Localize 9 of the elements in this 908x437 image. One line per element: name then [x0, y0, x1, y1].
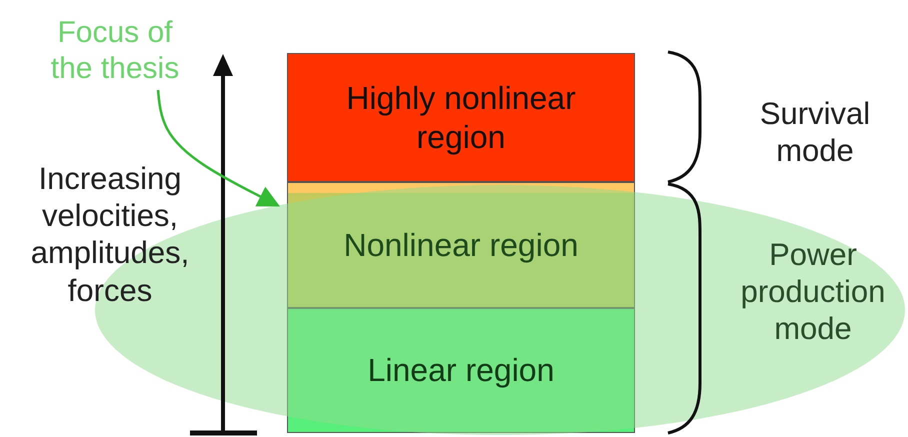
- region-label: Highly nonlinear region: [345, 79, 577, 156]
- note-text: Focus of the thesis: [50, 15, 180, 87]
- axis-label: Increasing velocities, amplitudes, forces: [30, 160, 190, 309]
- arrow: [156, 90, 280, 207]
- region-box: [287, 53, 635, 182]
- mode-label: Survival mode: [758, 95, 872, 170]
- mode-label: Power production mode: [740, 236, 886, 348]
- region-label: Nonlinear region: [342, 226, 580, 264]
- region-label: Linear region: [366, 351, 556, 390]
